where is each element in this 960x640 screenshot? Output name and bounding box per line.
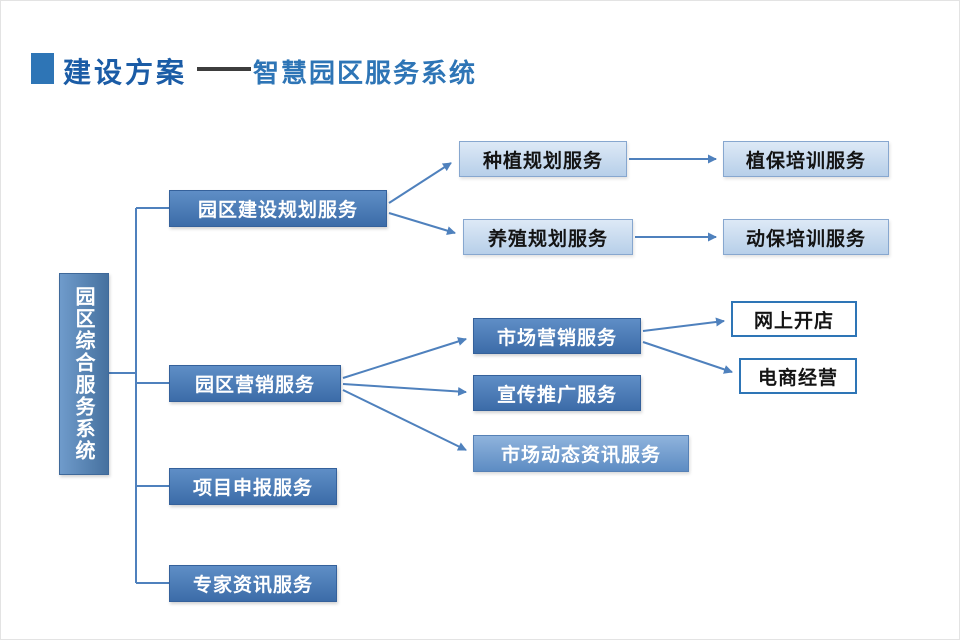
node-plant-protection-training: 植保培训服务 bbox=[723, 141, 889, 177]
arrow-marketing-promotion bbox=[342, 383, 467, 396]
arrow-marketmarketing-onlineshop bbox=[642, 317, 725, 332]
node-root-label: 园区综合服务系统 bbox=[72, 286, 96, 462]
arrow-marketing-marketnews bbox=[342, 389, 467, 451]
node-breeding-planning-service: 养殖规划服务 bbox=[463, 219, 633, 255]
arrow-marketing-marketmarketing bbox=[342, 337, 467, 379]
node-market-news-service: 市场动态资讯服务 bbox=[473, 435, 689, 472]
arrow-marketmarketing-ecommerce bbox=[642, 341, 733, 374]
node-project-declaration-service: 项目申报服务 bbox=[169, 468, 337, 505]
slide-subtitle: 智慧园区服务系统 bbox=[253, 59, 478, 89]
node-expert-info-service: 专家资讯服务 bbox=[169, 565, 337, 602]
node-market-marketing-service: 市场营销服务 bbox=[473, 318, 641, 354]
slide-title: 建设方案 bbox=[63, 56, 188, 89]
arrow-construction-planting bbox=[388, 162, 452, 204]
node-animal-protection-training: 动保培训服务 bbox=[723, 219, 889, 255]
node-park-marketing-service: 园区营销服务 bbox=[169, 365, 341, 402]
node-root-park-comprehensive-service: 园区综合服务系统 bbox=[59, 273, 109, 475]
node-ecommerce-operation: 电商经营 bbox=[739, 358, 857, 394]
arrow-construction-breeding bbox=[388, 212, 456, 235]
title-marker-square bbox=[31, 53, 54, 84]
spine-lines bbox=[107, 207, 169, 584]
node-planting-planning-service: 种植规划服务 bbox=[459, 141, 627, 177]
node-park-construction-planning: 园区建设规划服务 bbox=[169, 190, 387, 227]
node-online-shop: 网上开店 bbox=[731, 301, 857, 337]
node-promotion-service: 宣传推广服务 bbox=[473, 375, 641, 411]
title-dash bbox=[197, 67, 251, 71]
